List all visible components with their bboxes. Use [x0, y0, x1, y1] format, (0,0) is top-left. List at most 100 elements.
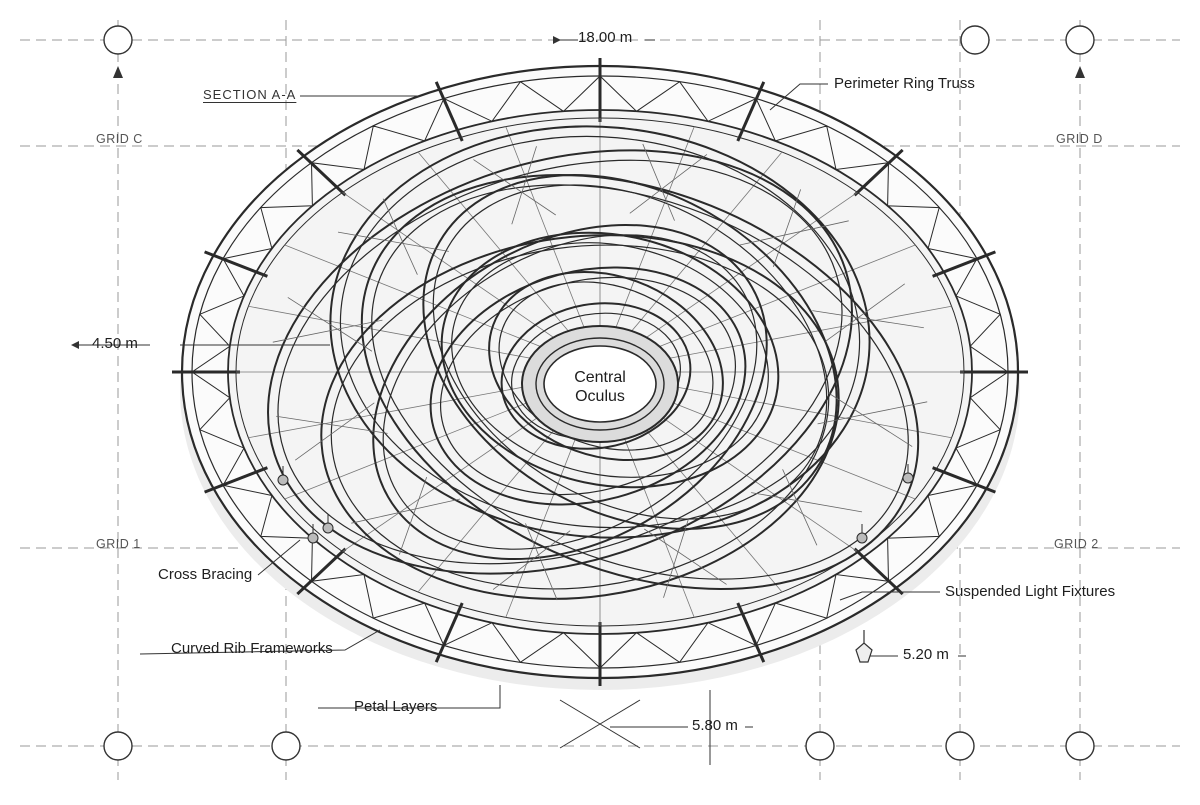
pendant-light-icon — [856, 532, 868, 544]
radial-rib — [342, 403, 558, 552]
cross-brace — [272, 319, 383, 343]
petal-layer-outer — [488, 270, 724, 462]
cross-brace — [511, 146, 537, 225]
leader-curved-rib — [139, 629, 381, 655]
grid-bubble — [805, 731, 835, 761]
petal-layer-inner — [382, 234, 758, 550]
cross-brace — [827, 392, 913, 447]
cross-brace — [663, 519, 689, 598]
cross-brace — [782, 469, 818, 546]
dimension-label-top: 18.00 m — [578, 29, 633, 46]
dimension-label-left: 4.50 m — [92, 335, 138, 352]
ring-bracket — [204, 250, 268, 278]
grid-label-c: GRID C — [96, 132, 143, 146]
radial-rib — [505, 126, 585, 329]
ring-bracket — [296, 148, 347, 197]
grid-bubble — [960, 25, 990, 55]
petal-layer-inner — [451, 242, 769, 478]
pendant-light-icon — [322, 522, 334, 534]
ring-bracket — [853, 148, 904, 197]
up-arrow-icon — [1075, 66, 1085, 78]
petal-layer-inner — [330, 244, 830, 590]
petal-layer-inner — [339, 135, 861, 529]
pendant-light-icon — [902, 472, 914, 484]
grid-label-1: GRID 1 — [96, 537, 141, 551]
radial-rib — [342, 192, 558, 341]
radial-rib — [657, 305, 952, 361]
cross-brace — [825, 283, 906, 342]
dimension-label-right: 5.20 m — [903, 646, 949, 663]
radial-rib — [284, 394, 549, 500]
ring-bracket — [296, 547, 347, 596]
cross-brace — [629, 154, 708, 214]
pendant-light-icon — [307, 532, 319, 544]
grid-bubble — [945, 731, 975, 761]
radial-rib — [248, 383, 543, 439]
cross-brace — [642, 143, 675, 221]
cross-brace — [287, 297, 373, 352]
cross-brace — [772, 189, 802, 267]
grid-bubble — [103, 731, 133, 761]
radial-rib — [657, 383, 952, 439]
callout-curved-rib-frameworks: Curved Rib Frameworks — [171, 640, 333, 657]
dimension-lines — [71, 36, 966, 765]
radial-rib — [417, 151, 571, 334]
cross-brace — [751, 492, 863, 513]
direction-arrows — [113, 66, 1085, 78]
up-arrow-icon — [113, 66, 123, 78]
cross-brace — [492, 530, 571, 590]
section-label: SECTION A-A — [203, 87, 297, 102]
leader-cross-bracing — [257, 539, 301, 576]
petal-layer-outer — [422, 174, 838, 530]
cross-brace — [294, 402, 375, 461]
callout-suspended-light-fixtures: Suspended Light Fixtures — [945, 583, 1116, 600]
grid-bubble — [271, 731, 301, 761]
ring-bracket — [204, 466, 268, 494]
ring-bracket — [736, 602, 766, 663]
radial-rib — [629, 410, 783, 593]
leader-suspended-light — [839, 591, 940, 601]
petal-layer-inner — [371, 184, 909, 580]
radial-rib — [651, 394, 916, 500]
oculus-ring-inner — [535, 337, 665, 431]
radial-rib — [642, 403, 858, 552]
roof-structure — [172, 58, 1028, 690]
grid-label-2: GRID 2 — [1054, 537, 1099, 551]
grid-bubble — [103, 25, 133, 55]
radial-rib — [248, 305, 543, 361]
dimension-label-bottom: 5.80 m — [692, 717, 738, 734]
cross-brace — [812, 310, 924, 329]
grid-label-d: GRID D — [1056, 132, 1103, 146]
ring-bracket — [853, 547, 904, 596]
petal-layer-inner — [432, 184, 828, 520]
cross-brace — [351, 498, 461, 524]
petal-layer-outer — [329, 125, 871, 539]
radial-rib — [651, 244, 916, 350]
petal-layer-outer — [500, 302, 692, 450]
light-fixture-icon — [855, 630, 873, 663]
cross-brace — [817, 401, 928, 425]
cross-brace — [337, 231, 449, 252]
grid-bubble — [1065, 731, 1095, 761]
cross-brace — [525, 523, 558, 601]
central-oculus-line1: Central — [574, 369, 626, 386]
ring-bracket — [434, 81, 464, 142]
petal-layer-outer — [440, 231, 780, 489]
cross-brace — [398, 477, 428, 555]
ring-bracket — [932, 466, 996, 494]
ring-bracket — [932, 250, 996, 278]
petal-layer-outer — [360, 174, 920, 590]
central-oculus-line2: Oculus — [575, 388, 625, 405]
grid-bubble — [1065, 25, 1095, 55]
central-oculus-label: Central Oculus — [548, 368, 652, 406]
petal-layer-inner — [498, 281, 714, 451]
cross-brace — [739, 220, 849, 246]
petal-layer-outer — [320, 234, 840, 600]
leader-petal-layers — [318, 685, 501, 709]
callout-leaders — [139, 83, 940, 709]
callout-cross-bracing: Cross Bracing — [158, 566, 253, 583]
cross-brace — [473, 159, 556, 216]
callout-perimeter-ring-truss: Perimeter Ring Truss — [834, 75, 975, 92]
